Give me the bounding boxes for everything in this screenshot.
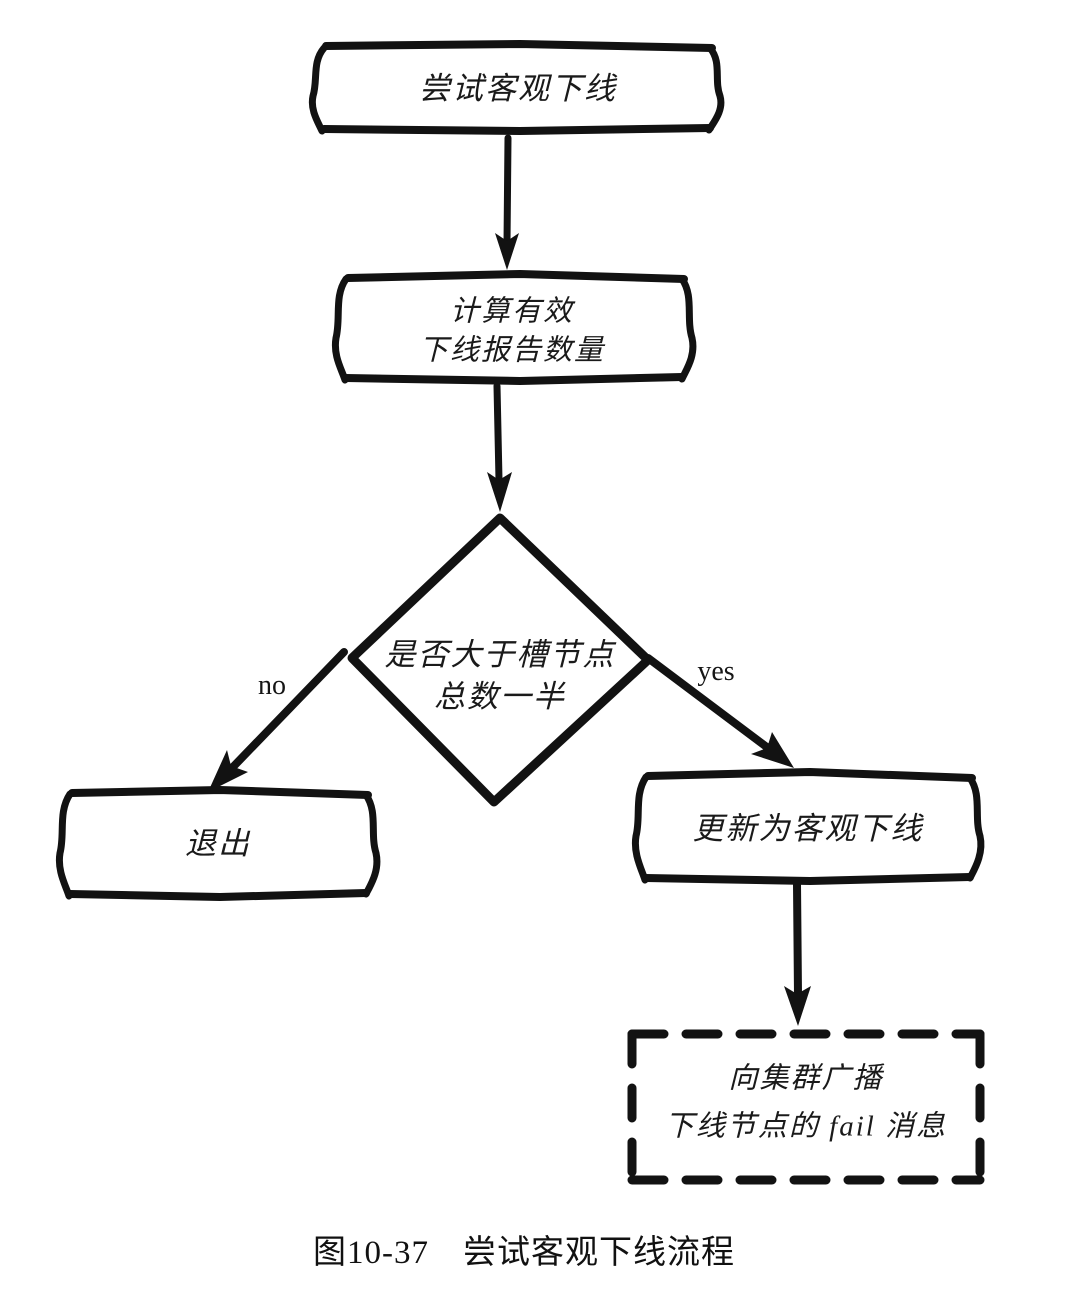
edge-decision-to-update-line: [644, 654, 772, 752]
node-calc-label-line1: 计算有效: [450, 296, 576, 328]
node-decision-diamond-outline: [347, 513, 653, 807]
edge-start-to-calc-line: [503, 134, 512, 247]
edge-calc-to-decision: [487, 382, 512, 512]
node-update-left-edge: [631, 773, 650, 884]
node-broadcast-label-line1: 向集群广播: [728, 1063, 884, 1095]
node-start-bottom-edge: [320, 124, 714, 135]
edge-update-to-broadcast-line: [793, 880, 802, 999]
node-start-left-edge: [308, 44, 328, 135]
edge-update-to-broadcast: [784, 880, 811, 1026]
node-calc-bottom-edge: [342, 373, 686, 385]
edge-label-yes: yes: [697, 656, 734, 687]
edge-update-to-broadcast-arrowhead: [784, 986, 811, 1026]
node-calc-right-edge: [678, 275, 697, 383]
node-calc-label-line2: 下线报告数量: [419, 335, 606, 367]
edge-decision-to-update-arrowhead: [751, 732, 794, 768]
node-decision-label-line1: 是否大于槽节点: [385, 637, 617, 672]
node-exit-top-edge: [68, 786, 372, 799]
edge-calc-to-decision-line: [493, 382, 503, 484]
node-calc-left-edge: [331, 275, 350, 384]
node-exit[interactable]: 退出: [55, 786, 381, 901]
node-update-label: 更新为客观下线: [693, 811, 925, 846]
node-broadcast-label-line2: 下线节点的 fail 消息: [665, 1111, 947, 1143]
node-start-top-edge: [322, 40, 716, 52]
node-calc[interactable]: 计算有效 下线报告数量: [331, 270, 697, 385]
node-exit-label: 退出: [185, 826, 251, 861]
edge-start-to-calc: [495, 134, 519, 270]
node-exit-right-edge: [362, 791, 381, 898]
node-broadcast[interactable]: 向集群广播 下线节点的 fail 消息: [627, 1029, 985, 1185]
figure-caption: 图10-37 尝试客观下线流程: [313, 1234, 735, 1271]
node-calc-top-edge: [344, 270, 688, 283]
node-update[interactable]: 更新为客观下线: [631, 768, 985, 885]
edge-label-no: no: [258, 670, 286, 701]
node-start-label: 尝试客观下线: [419, 71, 618, 106]
edge-decision-to-update: yes: [644, 654, 794, 768]
edge-calc-to-decision-arrowhead: [487, 472, 512, 512]
node-exit-bottom-edge: [66, 889, 370, 901]
node-update-top-edge: [644, 768, 976, 782]
node-update-right-edge: [966, 774, 985, 882]
node-decision[interactable]: 是否大于槽节点 总数一半: [347, 513, 653, 807]
node-update-bottom-edge: [642, 873, 974, 885]
edge-decision-to-exit-arrowhead: [208, 750, 248, 792]
node-start[interactable]: 尝试客观下线: [308, 40, 725, 135]
edge-decision-to-exit: no: [208, 648, 348, 792]
edge-decision-to-exit-line: [228, 648, 348, 772]
node-decision-label-line2: 总数一半: [434, 679, 566, 714]
node-start-right-edge: [705, 44, 725, 134]
node-exit-left-edge: [55, 790, 74, 900]
edge-start-to-calc-arrowhead: [495, 233, 519, 270]
